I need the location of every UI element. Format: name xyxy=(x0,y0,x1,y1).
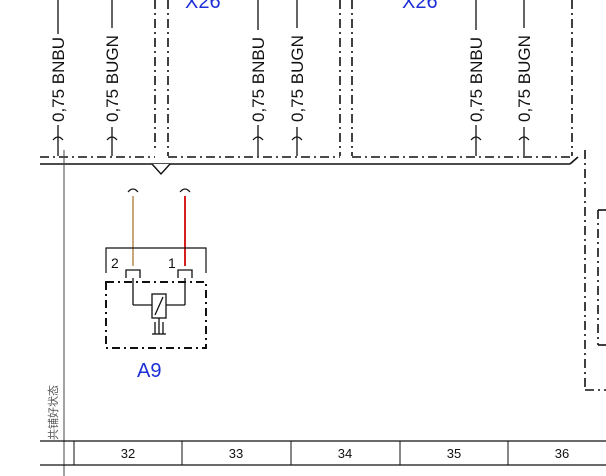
wire-group xyxy=(57,0,525,156)
pin-label: 2 xyxy=(111,255,119,271)
break-marks xyxy=(52,136,530,141)
break-mark xyxy=(179,188,191,193)
bottom-ruler: 32 33 34 35 36 xyxy=(40,440,606,466)
connector-housings xyxy=(40,0,573,158)
connector-label-left: X26 xyxy=(185,0,221,13)
wire-label: 0,75 BNBU xyxy=(467,37,486,122)
ruler-number: 33 xyxy=(229,446,243,461)
bus-notch xyxy=(151,163,171,176)
wire-label: 0,75 BNBU xyxy=(49,37,68,122)
internal-circuit xyxy=(132,278,186,335)
break-mark xyxy=(470,136,482,141)
break-mark xyxy=(106,136,118,141)
break-mark xyxy=(518,136,530,141)
pin-socket xyxy=(125,269,141,278)
connector-outline xyxy=(105,247,207,273)
break-mark xyxy=(52,136,64,141)
wire-label: 0,75 BUGN xyxy=(103,35,122,122)
wire-label: 0,75 BNBU xyxy=(249,37,268,122)
right-boundary xyxy=(584,150,606,391)
ruler-number: 32 xyxy=(121,446,135,461)
pin-socket xyxy=(177,269,193,278)
sensor-diagonal xyxy=(154,296,164,316)
pin-label: 1 xyxy=(168,255,176,271)
component-box xyxy=(105,281,207,349)
component-a9: 2 1 A9 xyxy=(105,188,207,382)
ruler-number: 35 xyxy=(447,446,461,461)
ruler-number: 34 xyxy=(338,446,352,461)
break-mark xyxy=(127,188,139,193)
side-note: 共铺好状态 xyxy=(46,385,60,440)
ruler-number: 36 xyxy=(555,446,569,461)
break-mark xyxy=(252,136,264,141)
connector-label-right: X26 xyxy=(402,0,438,13)
wire-label: 0,75 BUGN xyxy=(515,35,534,122)
component-label: A9 xyxy=(137,360,161,382)
bus-line xyxy=(569,156,579,165)
wire-label: 0,75 BUGN xyxy=(288,35,307,122)
break-mark xyxy=(291,136,303,141)
